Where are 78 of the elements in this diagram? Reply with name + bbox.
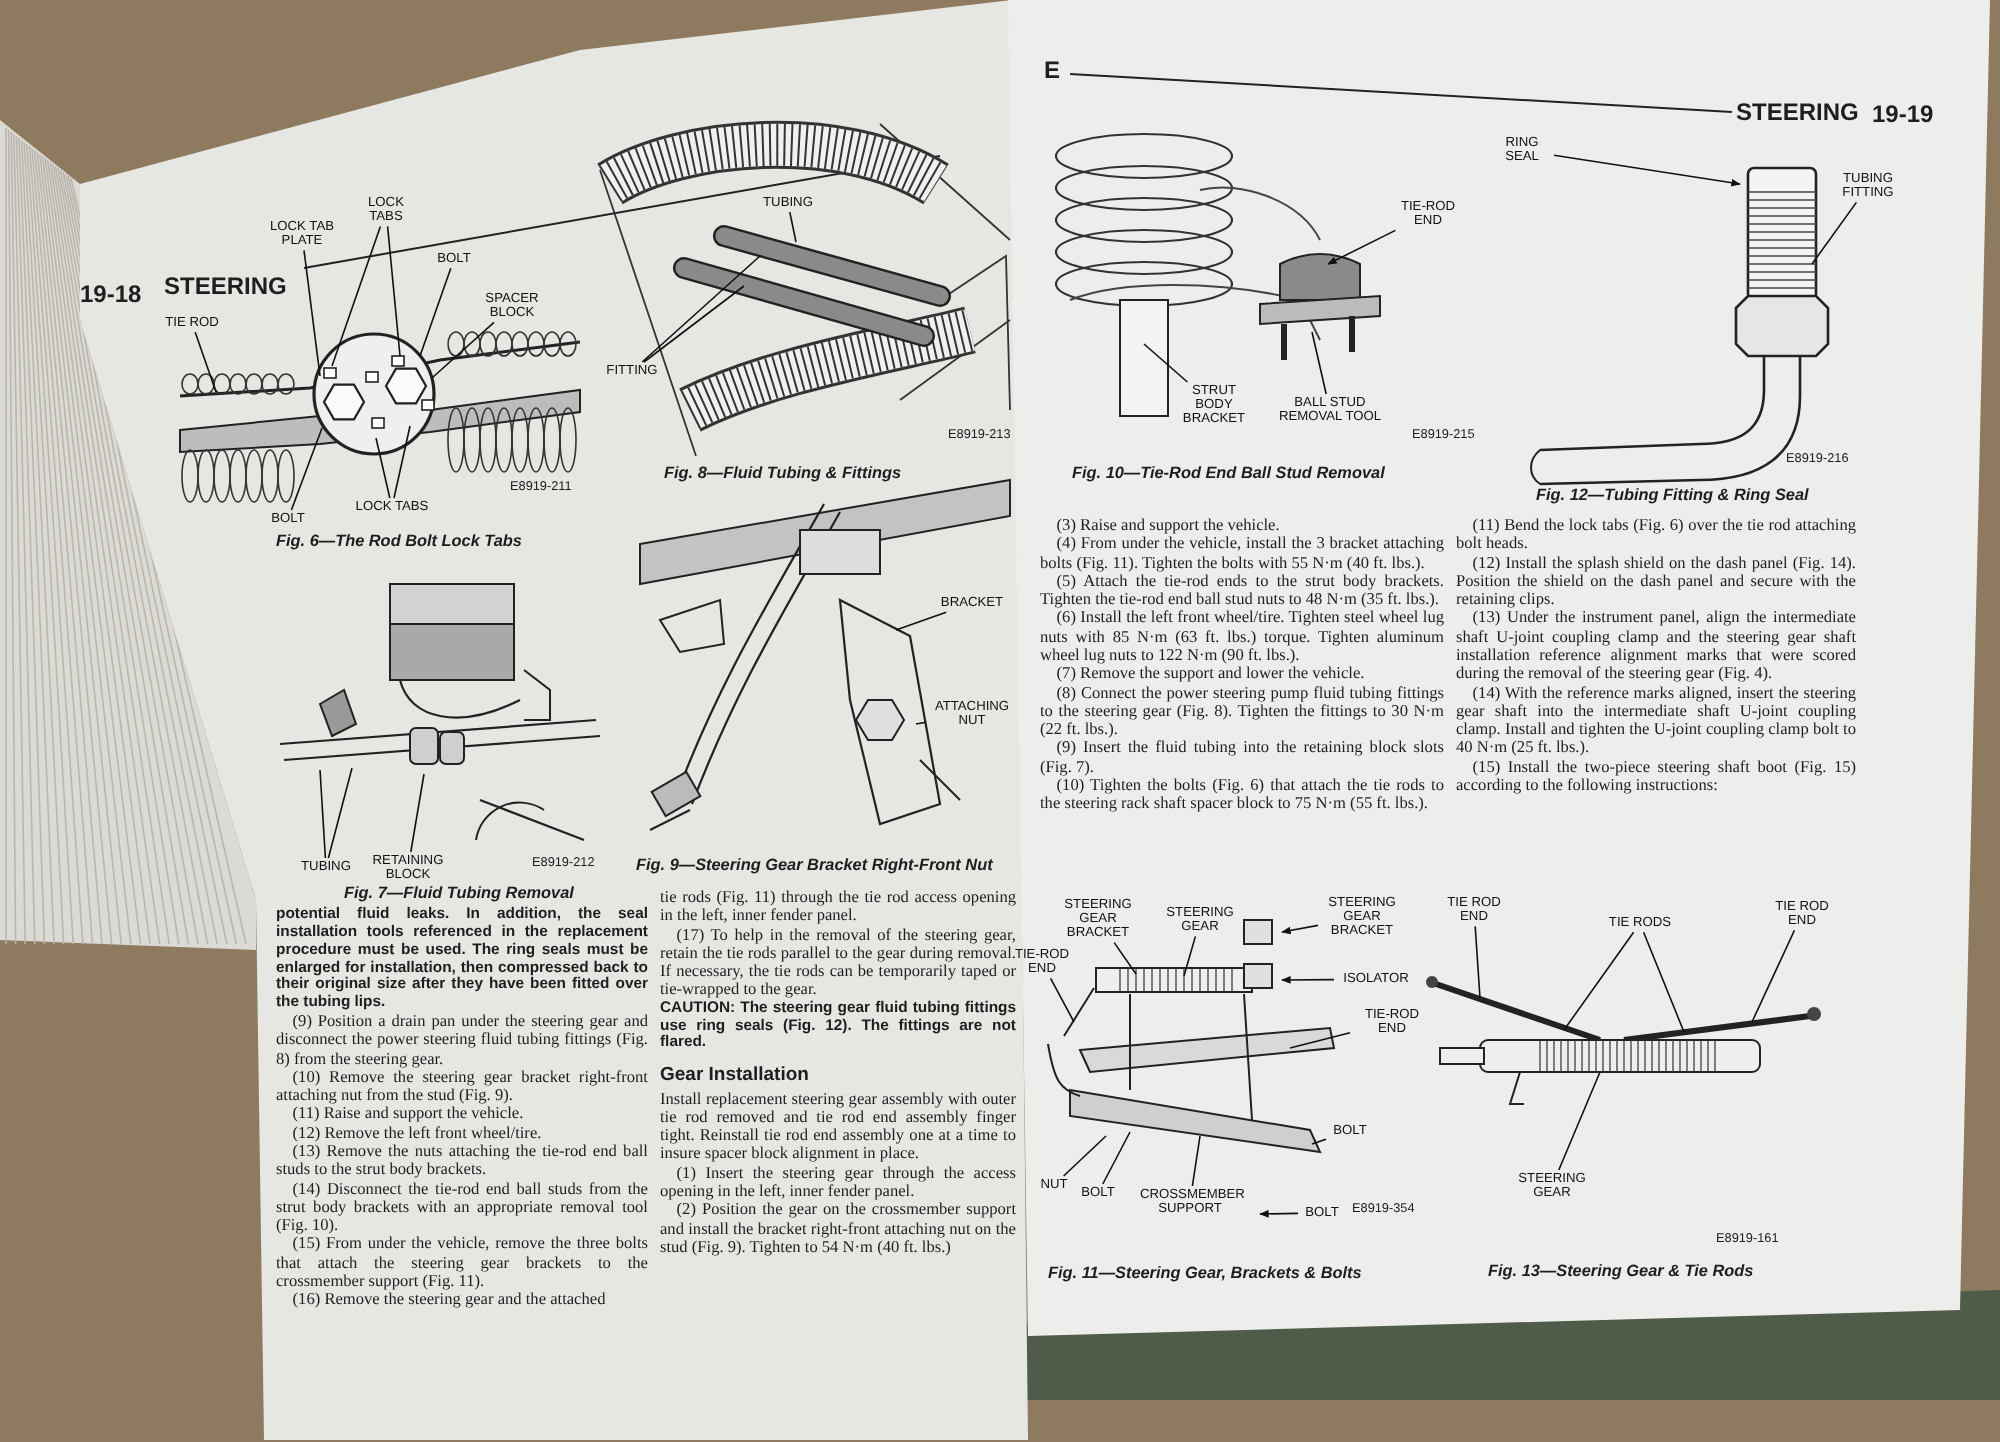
leader-line xyxy=(1191,1135,1201,1187)
section-letter: E xyxy=(1044,56,1061,84)
leader-line xyxy=(1289,1032,1351,1049)
leader-line xyxy=(319,769,327,859)
paragraph: (15) Install the two-piece steering shaft boot (Fig. 15) according to the following instructions: xyxy=(1456,757,1856,795)
figure-caption: Fig. 10—Tie-Rod End Ball Stud Removal xyxy=(1072,464,1385,482)
leader-line xyxy=(641,255,761,363)
paragraph: (14) With the reference marks aligned, insert the steering gear shaft into the intermediate shaft U-joint coupling clamp. Install and tighten the U-joint coupling clamp bolt to 40 N·m (25 ft. lbs.). xyxy=(1456,683,1856,758)
paragraph: (12) Remove the left front wheel/tire. xyxy=(290,1123,544,1143)
leader-line xyxy=(290,427,323,511)
page-number: 19-19 xyxy=(1872,100,1934,128)
paragraph: (9) Insert the fluid tubing into the retaining block slots (Fig. 7). xyxy=(1040,738,1444,776)
leader-line xyxy=(1553,154,1741,187)
paragraph: tie rods (Fig. 11) through the tie rod access opening in the left, inner fender panel. xyxy=(660,888,1016,926)
leader-line xyxy=(303,249,321,377)
leader-line xyxy=(895,611,947,631)
leader-line xyxy=(327,767,353,859)
paragraph: (3) Raise and support the vehicle. xyxy=(1054,516,1282,535)
paragraph: (9) Position a drain pan under the steering gear and disconnect the power steering fluid tubing fittings (Fig. 8) from the steering gear. xyxy=(276,1012,648,1068)
leader-line xyxy=(1143,343,1189,383)
leader-line xyxy=(789,211,797,243)
leader-line xyxy=(1563,931,1635,1031)
leader-line xyxy=(643,285,745,363)
paragraph: (16) Remove the steering gear and the attached xyxy=(290,1290,608,1310)
leader-line xyxy=(1062,1135,1107,1177)
leader-line xyxy=(1474,925,1481,999)
paragraph: (10) Tighten the bolts (Fig. 6) that attach the tie rods to the steering rack shaft spacer block to 75 N·m (55 ft. lbs.). xyxy=(1040,775,1444,813)
figure-caption: Fig. 12—Tubing Fitting & Ring Seal xyxy=(1536,486,1809,504)
leader-line xyxy=(1113,941,1137,975)
leader-line xyxy=(194,331,217,393)
paragraph: (4) From under the vehicle, install the 3 bracket attaching bolts (Fig. 11). Tighten the bolts with 55 N·m (40 ft. lbs.). xyxy=(1040,534,1444,572)
paragraph: (11) Raise and support the vehicle. xyxy=(292,1104,526,1124)
figure-caption: Fig. 6—The Rod Bolt Lock Tabs xyxy=(276,532,522,550)
figure-caption: Fig. 11—Steering Gear, Brackets & Bolts xyxy=(1048,1264,1362,1282)
paragraph: (12) Install the splash shield on the dash panel (Fig. 14). Position the shield on the dash panel and secure with the retaining clips. xyxy=(1456,553,1856,609)
paragraph: (11) Bend the lock tabs (Fig. 6) over the tie rod attaching bolt heads. xyxy=(1456,516,1856,554)
leader-line xyxy=(1311,331,1327,395)
leader-line xyxy=(1311,1138,1327,1145)
paragraph: (5) Attach the tie-rod ends to the strut body brackets. Tighten the tie-rod end ball stud nuts to 48 N·m (35 ft. lbs.). xyxy=(1040,571,1444,609)
leader-line xyxy=(1049,977,1075,1023)
leader-line xyxy=(1102,1131,1131,1185)
page-number: 19-18 xyxy=(80,280,142,308)
leader-line xyxy=(393,425,411,499)
leader-line xyxy=(1259,1210,1299,1218)
paragraph: (13) Under the instrument panel, align the intermediate shaft U-joint coupling clamp and the steering gear shaft installation reference alignment marks that were scored during the removal of the steering gear (Fig. 4). xyxy=(1456,608,1856,684)
paragraph: (15) From under the vehicle, remove the three bolts that attach the steering gear brackets to the crossmember support (Fig. 11). xyxy=(276,1234,648,1291)
leader-line xyxy=(1281,976,1335,984)
figure-caption: Fig. 13—Steering Gear & Tie Rods xyxy=(1488,1262,1754,1280)
leader-line xyxy=(1327,229,1397,265)
section-heading: Gear Installation xyxy=(660,1064,811,1088)
leader-line xyxy=(419,267,452,357)
paragraph: (6) Install the left front wheel/tire. Tighten steel wheel lug nuts with 85 N·m (63 ft. lbs.) torque. Tighten aluminum wheel lug nuts to 122 N·m (90 ft. lbs.). xyxy=(1040,608,1444,665)
paragraph: (14) Disconnect the tie-rod end ball studs from the strut body brackets with an appropriate removal tool (Fig. 10). xyxy=(276,1179,648,1235)
leader-line xyxy=(331,225,382,367)
leader-line xyxy=(915,721,927,725)
leader-line xyxy=(1281,924,1319,935)
figure-caption: Fig. 8—Fluid Tubing & Fittings xyxy=(664,464,902,482)
leader-line xyxy=(1558,1071,1601,1171)
leader-line xyxy=(1642,931,1685,1033)
paragraph: (13) Remove the nuts attaching the tie-rod end ball studs to the strut body brackets. xyxy=(276,1142,648,1180)
paragraph: (1) Insert the steering gear through the access opening in the left, inner fender panel. xyxy=(660,1163,1016,1201)
leader-line xyxy=(386,225,401,357)
section-header: STEERING xyxy=(1736,98,1859,126)
section-header: STEERING xyxy=(164,272,287,300)
leader-line xyxy=(1811,201,1858,265)
paragraph: (17) To help in the removal of the steering gear, retain the tie rods parallel to the gear during removal. If necessary, the tie rods can be temporarily taped or tie-wrapped to the gear. xyxy=(660,925,1016,1000)
paragraph: (7) Remove the support and lower the vehicle. xyxy=(1054,664,1367,684)
leader-line xyxy=(1751,929,1796,1023)
leader-line xyxy=(375,437,391,499)
figure-caption: Fig. 9—Steering Gear Bracket Right-Front Nut xyxy=(636,856,993,874)
leader-line xyxy=(1183,935,1197,977)
paragraph: (2) Position the gear on the crossmember support and install the bracket right-front attaching nut on the stud (Fig. 9). Tighten to 54 N·m (40 ft. lbs.) xyxy=(660,1200,1016,1257)
leader-line xyxy=(410,773,425,853)
leader-line xyxy=(431,321,495,379)
paragraph: (10) Remove the steering gear bracket right-front attaching nut from the stud (Fig. 9). xyxy=(276,1067,648,1105)
paragraph: Install replacement steering gear assembly with outer tie rod removed and tie rod end assembly finger tight. Reinstall tie rod end assembly one at a time to insure spacer block alignment in place. xyxy=(660,1089,1016,1164)
figure-caption: Fig. 7—Fluid Tubing Removal xyxy=(344,884,574,902)
paragraph: (8) Connect the power steering pump fluid tubing fittings to the steering gear (Fig. 8). Tighten the fittings to 30 N·m (22 ft. lbs.). xyxy=(1040,683,1444,739)
